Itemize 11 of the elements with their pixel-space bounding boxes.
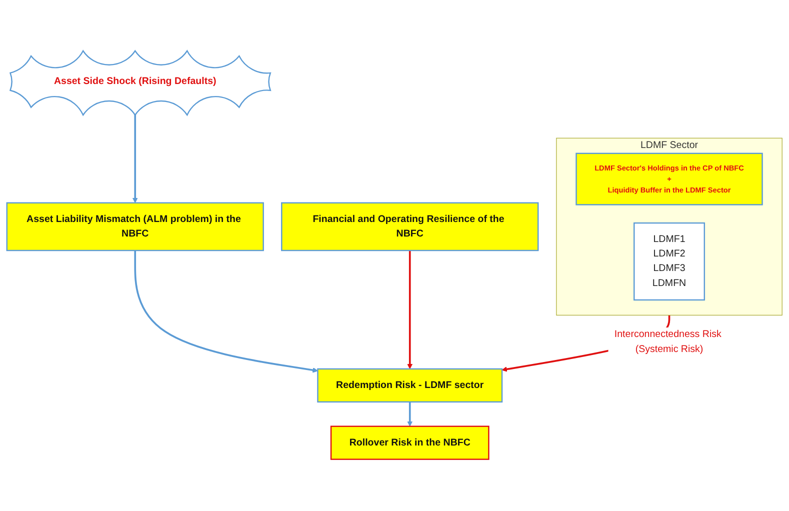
node-box (330, 426, 490, 460)
arrow (134, 250, 318, 374)
arrow (132, 114, 138, 204)
arrow (407, 250, 413, 370)
node-box (317, 368, 503, 403)
node-box (634, 222, 706, 301)
node-box (576, 153, 763, 206)
node-box (6, 202, 264, 252)
node-box (281, 202, 539, 252)
cluster (556, 138, 782, 316)
arrow (407, 402, 413, 427)
